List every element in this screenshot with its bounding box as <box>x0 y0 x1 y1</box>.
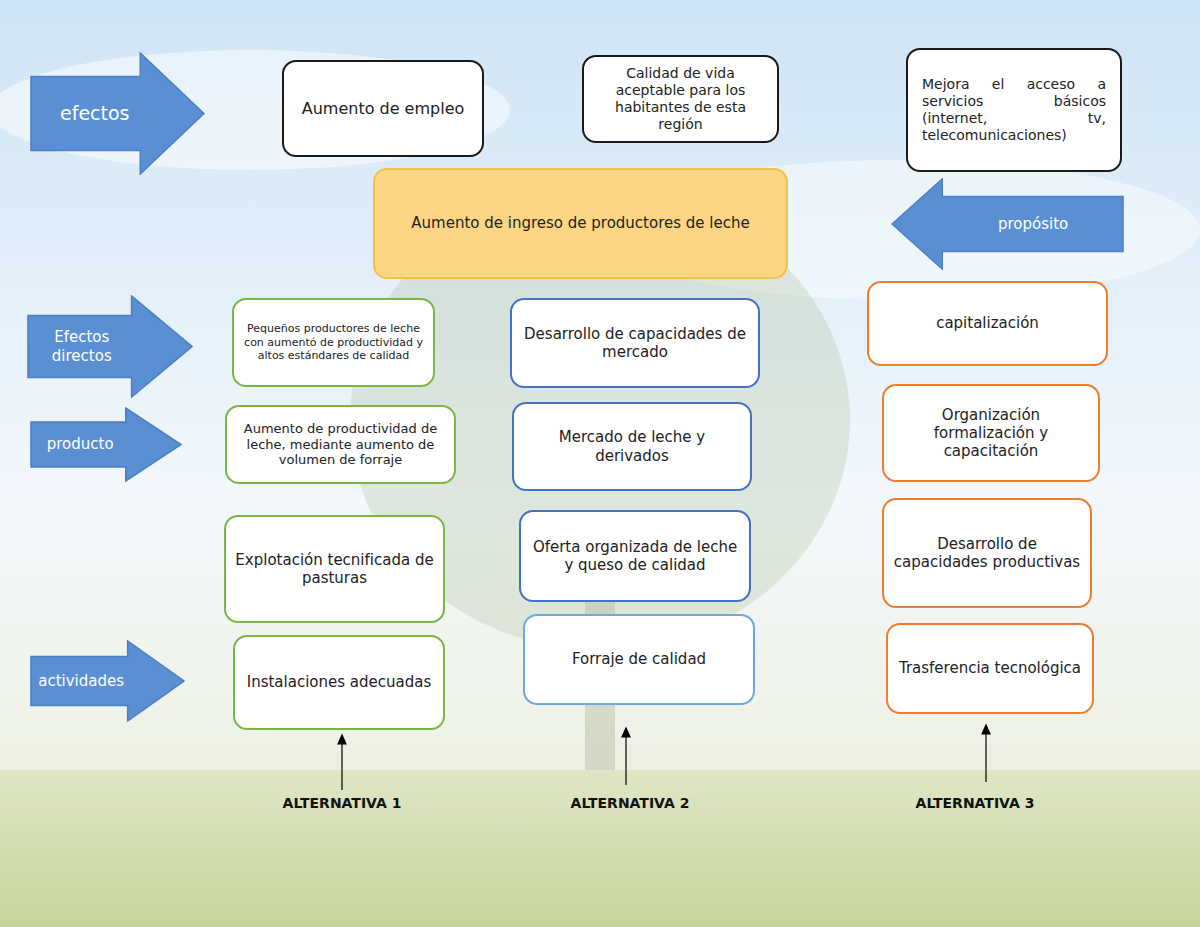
label-arrow: producto <box>30 407 182 482</box>
node-text: actividades <box>30 672 132 691</box>
alternative-box: Forraje de calidad <box>523 614 755 705</box>
node-text: Pequeños productores de leche con aument… <box>242 322 425 362</box>
label-arrow: actividades <box>30 640 185 722</box>
text-stack: Oferta organizada de leche y queso de ca… <box>529 538 741 575</box>
arrow-text-area: Efectos directos <box>27 295 137 398</box>
alternative-box: Mercado de leche y derivados <box>512 402 752 491</box>
purpose-box: Aumento de ingreso de productores de lec… <box>373 168 788 279</box>
text-stack: Efectos directos <box>27 328 137 366</box>
pointer-line <box>625 735 626 785</box>
node-text: Trasferencia tecnológica <box>896 659 1084 677</box>
text-stack: Pequeños productores de leche con aument… <box>242 322 425 362</box>
node-text: Aumento de ingreso de productores de lec… <box>383 214 778 232</box>
alternative-label: ALTERNATIVA 1 <box>283 795 402 811</box>
node-text: efectos <box>44 102 146 126</box>
text-stack: efectos <box>44 102 146 126</box>
text-stack: Aumento de ingreso de productores de lec… <box>383 214 778 232</box>
node-text: Forraje de calidad <box>533 650 745 668</box>
text-stack: Desarrollo de capacidades de mercado <box>520 325 750 362</box>
node-text: Efectos directos <box>27 328 137 366</box>
text-stack: Mejora el acceso a servicios básicos (in… <box>922 76 1106 144</box>
node-text: Oferta organizada de leche y queso de ca… <box>529 538 741 575</box>
alternative-box: Aumento de productividad de leche, media… <box>225 405 456 484</box>
pointer-arrows <box>338 725 990 790</box>
alternative-box: Pequeños productores de leche con aument… <box>232 298 435 387</box>
arrow-body <box>892 179 1123 269</box>
alternative-label: ALTERNATIVA 2 <box>571 795 690 811</box>
arrow-text-area: efectos <box>30 52 146 175</box>
effect-box: Aumento de empleo <box>282 60 484 157</box>
text-stack: Instalaciones adecuadas <box>243 673 435 691</box>
text-stack: Aumento de empleo <box>292 99 474 119</box>
text-stack: Organización formalización y capacitació… <box>892 406 1090 461</box>
node-text: Desarrollo de capacidades productivas <box>892 535 1082 572</box>
text-stack: Trasferencia tecnológica <box>896 659 1084 677</box>
alternative-box: Desarrollo de capacidades productivas <box>882 498 1092 608</box>
alternative-box: Desarrollo de capacidades de mercado <box>510 298 760 388</box>
node-text: Instalaciones adecuadas <box>243 673 435 691</box>
label-arrow: efectos <box>30 52 205 175</box>
text-stack: Mercado de leche y derivados <box>522 428 742 465</box>
alternative-box: Oferta organizada de leche y queso de ca… <box>519 510 751 602</box>
effect-box: Calidad de vida aceptable para los habit… <box>582 55 779 143</box>
node-text: propósito <box>942 215 1124 234</box>
node-text: Organización formalización y capacitació… <box>892 406 1090 461</box>
alternative-box: Trasferencia tecnológica <box>886 623 1094 714</box>
pointer-head <box>622 728 630 737</box>
pointer-line <box>985 732 986 782</box>
text-stack: Forraje de calidad <box>533 650 745 668</box>
text-stack: Aumento de productividad de leche, media… <box>235 421 446 469</box>
alternative-box: Instalaciones adecuadas <box>233 635 445 730</box>
node-text: Desarrollo de capacidades de mercado <box>520 325 750 362</box>
node-text: capitalización <box>877 314 1098 332</box>
text-stack: propósito <box>942 215 1124 234</box>
pointer-line <box>341 742 342 790</box>
effect-box: Mejora el acceso a servicios básicos (in… <box>906 48 1122 172</box>
text-stack: actividades <box>30 672 132 691</box>
node-text: Mercado de leche y derivados <box>522 428 742 465</box>
label-arrow: Efectos directos <box>27 295 193 398</box>
arrow-text-area: propósito <box>942 178 1124 270</box>
cloud <box>0 50 510 170</box>
arrow-text-area: producto <box>30 407 130 482</box>
text-stack: Explotación tecnificada de pasturas <box>234 551 435 588</box>
pointer-head <box>982 725 990 734</box>
pointer-head <box>338 735 346 744</box>
text-stack: producto <box>30 435 130 454</box>
alternative-box: Explotación tecnificada de pasturas <box>224 515 445 623</box>
arrow-text-area: actividades <box>30 640 132 722</box>
arrow-body <box>31 408 181 481</box>
alternative-label: ALTERNATIVA 3 <box>916 795 1035 811</box>
arrow-body <box>31 53 204 174</box>
node-text: Aumento de empleo <box>292 99 474 119</box>
label-arrow: propósito <box>891 178 1124 270</box>
node-text: Explotación tecnificada de pasturas <box>234 551 435 588</box>
node-text: Calidad de vida aceptable para los habit… <box>592 65 769 133</box>
text-stack: Calidad de vida aceptable para los habit… <box>592 65 769 133</box>
node-text: Mejora el acceso a servicios básicos (in… <box>922 76 1106 144</box>
arrow-body <box>28 296 192 397</box>
text-stack: capitalización <box>877 314 1098 332</box>
text-stack: Desarrollo de capacidades productivas <box>892 535 1082 572</box>
alternative-box: capitalización <box>867 281 1108 366</box>
arrow-body <box>31 641 184 721</box>
alternative-box: Organización formalización y capacitació… <box>882 384 1100 482</box>
node-text: Aumento de productividad de leche, media… <box>235 421 446 469</box>
node-text: producto <box>30 435 130 454</box>
grass <box>0 770 1200 927</box>
